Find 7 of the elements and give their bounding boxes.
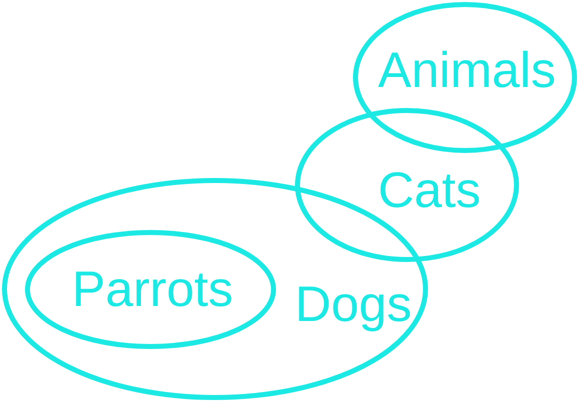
- set-label: Cats: [378, 162, 481, 220]
- set-label: Animals: [378, 42, 556, 100]
- set-label: Dogs: [295, 276, 412, 334]
- set-ellipse: [353, 2, 577, 153]
- set-ellipse: [25, 230, 276, 349]
- set-ellipse: [295, 108, 519, 262]
- set-label: Parrots: [72, 261, 234, 318]
